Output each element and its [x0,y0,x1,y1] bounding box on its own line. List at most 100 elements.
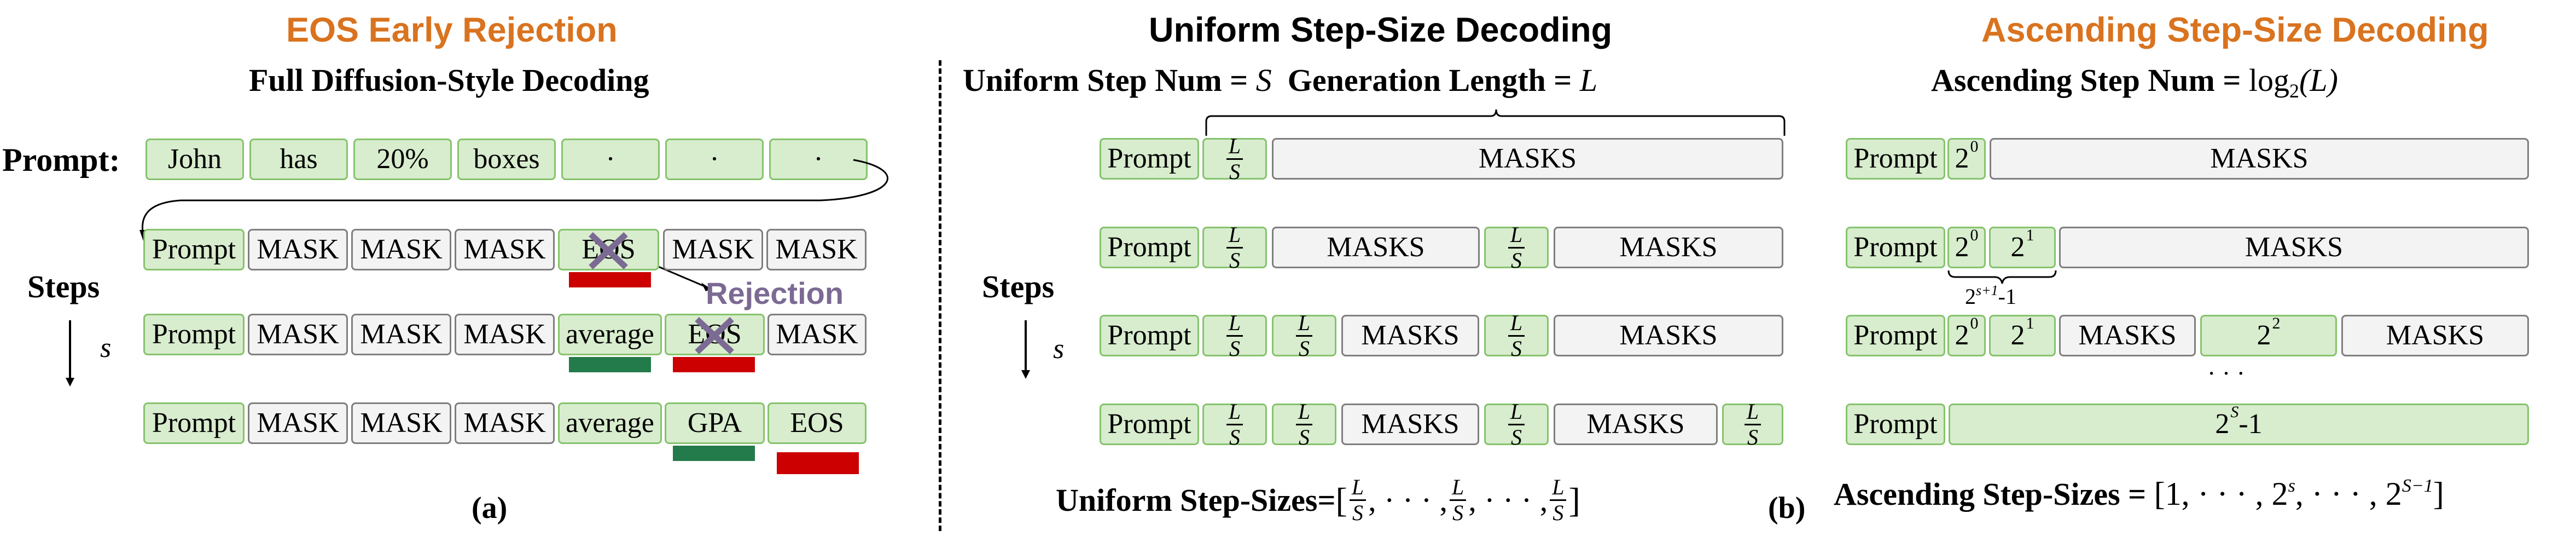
footer-sep: , · · · , [1368,482,1448,518]
final-tail: -1 [2238,408,2263,440]
footer-bracket-open: [ [1335,480,1347,520]
reject-cross-icon [589,232,628,270]
masks-block: MASKS [2059,315,2196,356]
frac-num: L [1550,476,1567,501]
frac-num: L [1508,223,1525,249]
step-num-label: Uniform Step Num = [963,62,1256,98]
pow-exp: 2 [2272,314,2281,332]
prompt-token: boxes [457,139,556,180]
token-average: average [558,314,662,355]
footer-sep: , · · · , [1468,482,1548,518]
frac-num: L [1226,400,1243,425]
token-mask: MASK [351,314,451,355]
eos-bar [777,452,859,474]
brace-label: 2s+1-1 [1965,283,2016,309]
footer-exp-b: S−1 [2401,476,2433,496]
steps-label: Steps [27,269,100,304]
token-gpa: GPA [665,402,765,444]
prompt-label: Prompt: [2,142,120,178]
token-mask: MASK [248,402,348,444]
uniform-footer-label: Uniform Step-Sizes= [1056,482,1336,518]
steps-var: s [100,332,112,364]
frac-num: L [1508,400,1525,425]
pow-base: 2 [2010,320,2025,351]
pow-base: 2 [1955,143,1969,174]
token-mask: MASK [455,314,555,355]
frac-num: L [1744,400,1761,425]
token-mask: MASK [248,229,348,270]
footer-math-a: [1, · · · , 2 [2154,476,2288,512]
frac-den: S [1299,424,1310,449]
final-exp: S [2230,403,2239,421]
pow-base: 2 [2257,320,2271,351]
masks-block: MASKS [1554,404,1718,445]
final-base: 2 [2215,408,2230,440]
footer-bracket-close: ] [1568,480,1580,520]
token-mask: MASK [663,229,763,270]
frac-den: S [1511,336,1522,361]
masks-block: MASKS [2059,227,2529,268]
panel-b-header: Uniform Step Num = S Generation Length =… [963,65,1597,96]
log-arg: (L) [2299,62,2338,98]
frac-den: S [1511,424,1522,449]
pow-exp: 1 [2026,226,2034,244]
token-mask: MASK [767,314,867,355]
frac-num: L [1508,312,1525,337]
token-prompt: Prompt [1100,404,1199,445]
token-prompt: Prompt [1846,227,1945,268]
log-base: 2 [2289,80,2300,102]
prompt-token: John [146,139,244,180]
masks-block: MASKS [1272,227,1480,268]
token-prompt: Prompt [143,402,245,444]
masks-block: MASKS [1554,315,1783,356]
ascending-footer: Ascending Step-Sizes = [1, · · · , 2s, ·… [1834,476,2444,512]
ascending-footer-label: Ascending Step-Sizes = [1834,476,2154,512]
masks-block: MASKS [1341,315,1479,356]
frac-num: L [1226,223,1243,249]
masks-block: MASKS [1554,227,1783,268]
prompt-token: · [665,139,764,180]
token-eos-rejected: EOS [558,229,659,270]
panel-a-title: EOS Early Rejection [286,11,618,49]
prompt-token: · [561,139,660,180]
caption-b: (b) [1768,491,1806,525]
brace-base: 2 [1965,284,1976,309]
frac-num: L [1226,135,1243,160]
pow-base: 2 [1955,320,1969,351]
token-prompt: Prompt [1846,404,1945,445]
prompt-token: has [249,139,348,180]
panel-c-header: Ascending Step Num = log2(L) [1931,62,2338,101]
pow-base: 2 [2010,232,2025,263]
token-prompt: Prompt [1846,138,1945,180]
reject-cross-icon [695,316,734,355]
frac-den: S [1352,500,1363,525]
frac-num: L [1295,400,1313,425]
footer-close: ] [2433,476,2444,512]
steps-label: Steps [982,269,1055,304]
ellipsis: · · · [2207,359,2245,387]
frac-den: S [1229,336,1240,361]
steps-var: s [1053,333,1065,365]
token-mask: MASK [766,229,867,270]
token-mask: MASK [248,314,348,355]
frac-den: S [1747,424,1758,449]
frac-den: S [1452,500,1464,525]
panel-b-title: Uniform Step-Size Decoding [1149,11,1613,49]
frac-num: L [1450,476,1467,501]
pow-exp: 0 [1970,314,1979,332]
prompt-token: 20% [353,139,452,180]
